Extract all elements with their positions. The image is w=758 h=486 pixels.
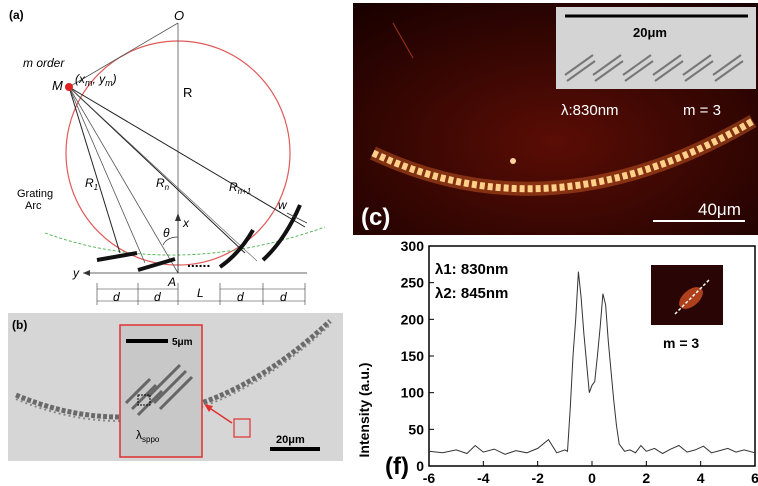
sem-zoom-box: [233, 418, 251, 438]
r1-line: [68, 86, 121, 254]
x-tick-label: -4: [477, 470, 490, 486]
x-tick-label: 6: [751, 470, 758, 486]
point-m-label: M: [52, 78, 63, 93]
y-axis-arrow: [83, 270, 90, 276]
grating-segment: [137, 257, 176, 272]
panel-c-svg: 20μm λ:830nm m = 3 (c) 40μm: [353, 3, 758, 235]
origin-a-label: A: [167, 275, 176, 289]
panel-a-diagram: (a) O m order M (xm, ym) R R1 Rn Rn+1 w …: [5, 5, 345, 310]
y-tick-label: 50: [408, 421, 424, 437]
grating-segment: [96, 251, 138, 262]
scale-label: 20μm: [276, 434, 305, 446]
grating-arc-label-2: Arc: [25, 200, 42, 212]
inset-order-label: m = 3: [663, 335, 699, 351]
x-tick-label: -2: [531, 470, 544, 486]
d-label-3: d: [237, 290, 244, 304]
inset-sem: [556, 7, 756, 89]
x-axis-arrow: [175, 213, 181, 221]
rn-label: Rn: [156, 176, 170, 192]
y-tick-label: 250: [401, 275, 425, 291]
intensity-chart: Intensity (a.u.) 0 50 100 150 200 250 300 -6 -4 -…: [356, 238, 758, 486]
rn1-line: [68, 86, 306, 228]
theta-arc: [162, 236, 179, 246]
grating-arc: [44, 226, 326, 256]
grating-segment: [218, 229, 255, 269]
zoom-arrow-line: [207, 406, 233, 424]
glow-arc: [371, 117, 755, 193]
inset-scale-label: 20μm: [633, 25, 667, 40]
panel-c-label: (c): [361, 204, 390, 231]
chart-axes: 0 50 100 150 200 250 300 -6 -4 -2 0 2 4 6: [401, 238, 758, 486]
d-label-4: d: [280, 290, 287, 304]
point-coords-label: (xm, ym): [75, 72, 117, 88]
panel-a-label: (a): [9, 8, 24, 22]
radius-r-label: R: [183, 85, 192, 100]
r1-label: R1: [85, 176, 98, 192]
y-axis-title: Intensity (a.u.): [356, 363, 372, 458]
order-label-text: m order: [23, 56, 65, 70]
sem-grating-arc-shadow: [15, 324, 331, 422]
theta-label: θ: [163, 226, 170, 240]
lambda-marker: [137, 394, 151, 406]
y-tick-label: 100: [401, 385, 425, 401]
y-tick-label: 300: [401, 238, 425, 254]
panel-f-label: (f): [385, 453, 409, 480]
panel-b-label: (b): [12, 318, 27, 332]
chart-inset: [651, 265, 723, 325]
order-label: m order: [23, 56, 65, 70]
l-label: L: [197, 286, 204, 300]
lambda-label: λsppo: [136, 428, 160, 444]
bright-spot: [510, 158, 516, 164]
x-axis-label: x: [182, 216, 190, 230]
y-tick-label: 200: [401, 311, 425, 327]
legend-line-1: λ1: 830nm: [435, 261, 508, 278]
m-line-2: [68, 86, 146, 264]
x-tick-label: 4: [697, 470, 705, 486]
y-axis-label: y: [72, 266, 80, 280]
center-o-label: O: [174, 8, 184, 23]
m-line-6: [68, 86, 258, 262]
inset-scale-label: 5μm: [172, 337, 193, 348]
zoom-arrow-head: [204, 404, 213, 412]
d-label-1: d: [113, 290, 120, 304]
scale-label: 40μm: [698, 200, 741, 219]
grating-arc-label-1: Grating: [17, 188, 53, 200]
panel-b-svg: (b) 5μm λsppo 20μm: [8, 313, 343, 461]
point-m: [65, 83, 73, 91]
y-tick-label: 0: [416, 458, 424, 474]
x-tick-label: 0: [588, 470, 596, 486]
inset-gratings: [564, 54, 744, 82]
dots-label: ......: [187, 254, 210, 270]
d-label-2: d: [154, 290, 161, 304]
y-tick-label: 150: [401, 348, 425, 364]
x-tick-label: -6: [423, 470, 436, 486]
m-line-3: [68, 86, 179, 274]
x-tick-label: 2: [642, 470, 650, 486]
om-line: [68, 22, 179, 88]
faint-line: [392, 22, 414, 59]
w-label: w: [278, 198, 288, 212]
inset-dash-line: [674, 279, 710, 315]
wavelength-label: λ:830nm: [561, 102, 619, 119]
intensity-line: [428, 271, 756, 455]
panel-a-svg: (a) O m order M (xm, ym) R R1 Rn Rn+1 w …: [9, 8, 326, 305]
panel-c-image: 20μm λ:830nm m = 3 (c) 40μm: [353, 3, 758, 235]
order-label: m = 3: [683, 102, 721, 119]
panel-f-chart: Intensity (a.u.) 0 50 100 150 200 250 300 -6 -4 -…: [353, 238, 758, 486]
rn-line: [68, 86, 246, 254]
rn1-label: Rn+1: [229, 180, 251, 196]
grating-segment: [261, 204, 302, 262]
w-indicator: [286, 212, 308, 224]
panel-b-sem-image: (b) 5μm λsppo 20μm: [8, 313, 343, 461]
legend-line-2: λ2: 845nm: [435, 285, 508, 302]
